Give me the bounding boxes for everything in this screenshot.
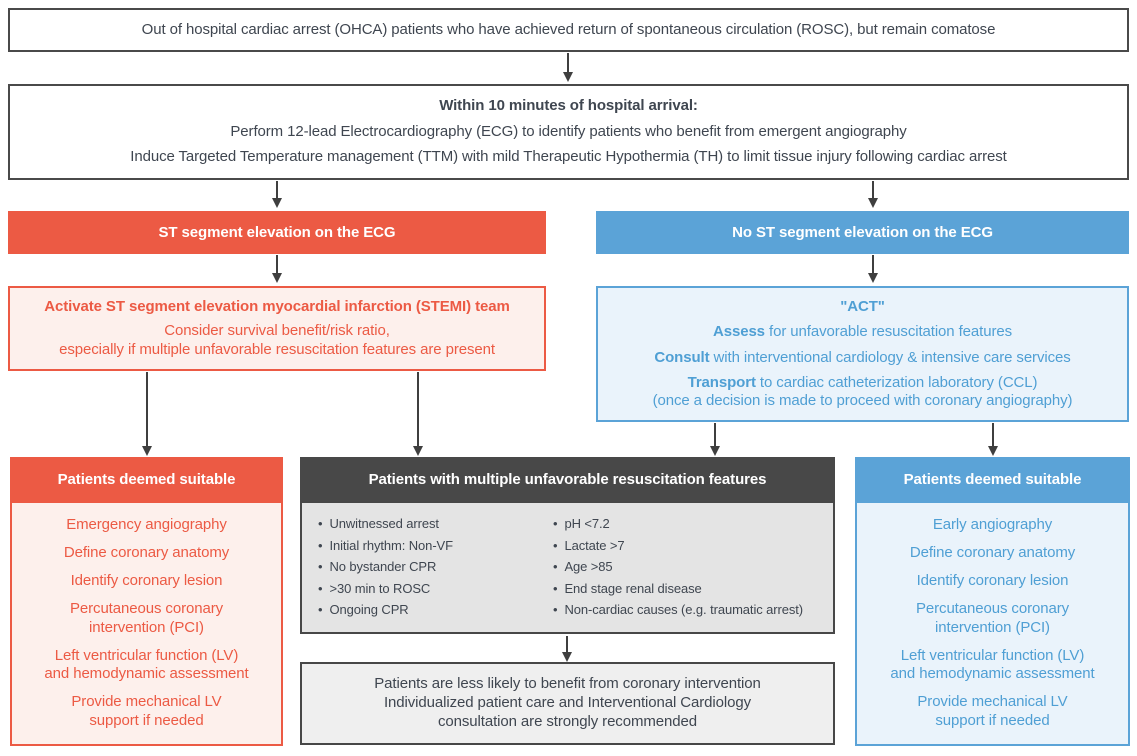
arrow-down-icon bbox=[988, 423, 998, 456]
arrival-title: Within 10 minutes of hospital arrival: bbox=[439, 96, 698, 114]
arrow-down-icon bbox=[272, 181, 282, 208]
unfavorable-col-2: pH <7.2 Lactate >7 Age >85 End stage ren… bbox=[553, 511, 825, 624]
list-item: Left ventricular function (LV) and hemod… bbox=[890, 646, 1095, 683]
act-transport-line: Transport to cardiac catheterization lab… bbox=[653, 374, 1073, 392]
unfavorable-header: Patients with multiple unfavorable resus… bbox=[300, 457, 835, 501]
list-item: Lactate >7 bbox=[553, 538, 825, 554]
list-item: Define coronary anatomy bbox=[909, 544, 1076, 562]
arrival-line-ttm: Induce Targeted Temperature management (… bbox=[130, 148, 1007, 166]
arrow-down-icon bbox=[868, 255, 878, 283]
arrow-down-icon bbox=[710, 423, 720, 456]
list-item: Ongoing CPR bbox=[318, 602, 553, 618]
stemi-activate-line: Activate ST segment elevation myocardial… bbox=[44, 297, 510, 315]
act-assess-line: Assess for unfavorable resuscitation fea… bbox=[713, 323, 1012, 342]
list-item: Provide mechanical LV support if needed bbox=[71, 693, 222, 730]
recommendation-box: Patients are less likely to benefit from… bbox=[300, 662, 835, 745]
act-assess-bold: Assess bbox=[712, 323, 765, 341]
list-item: Emergency angiography bbox=[66, 516, 227, 534]
list-item: End stage renal disease bbox=[553, 581, 825, 597]
suitable-left-list: Emergency angiography Define coronary an… bbox=[10, 501, 283, 746]
list-item: Initial rhythm: Non-VF bbox=[318, 538, 553, 554]
list-item: Define coronary anatomy bbox=[63, 544, 230, 562]
stemi-team-box: Activate ST segment elevation myocardial… bbox=[8, 286, 546, 371]
list-item: Provide mechanical LV support if needed bbox=[917, 693, 1068, 730]
act-consult-bold: Consult bbox=[654, 348, 710, 366]
unfavorable-features-list: Unwitnessed arrest Initial rhythm: Non-V… bbox=[300, 501, 835, 634]
list-item: Early angiography bbox=[932, 516, 1053, 534]
stemi-detail-line: Consider survival benefit/risk ratio, es… bbox=[59, 321, 495, 358]
hospital-arrival-box: Within 10 minutes of hospital arrival: P… bbox=[8, 84, 1129, 180]
arrow-down-icon bbox=[562, 636, 572, 662]
act-transport-note: (once a decision is made to proceed with… bbox=[652, 391, 1073, 409]
arrow-down-icon bbox=[563, 53, 573, 82]
arrow-down-icon bbox=[272, 255, 282, 283]
act-title: "ACT" bbox=[840, 298, 885, 316]
suitable-right-list: Early angiography Define coronary anatom… bbox=[855, 501, 1130, 746]
act-assess-rest: for unfavorable resuscitation features bbox=[764, 323, 1013, 341]
act-transport-rest: to cardiac catheterization laboratory (C… bbox=[755, 373, 1038, 391]
ohca-patients-box: Out of hospital cardiac arrest (OHCA) pa… bbox=[8, 8, 1129, 52]
unfavorable-col-1: Unwitnessed arrest Initial rhythm: Non-V… bbox=[318, 511, 553, 624]
suitable-right-header: Patients deemed suitable bbox=[855, 457, 1130, 501]
arrow-down-icon bbox=[142, 372, 152, 456]
act-consult-line: Consult with interventional cardiology &… bbox=[654, 349, 1070, 368]
act-transport-bold: Transport bbox=[687, 373, 756, 391]
list-item: Identify coronary lesion bbox=[916, 572, 1069, 590]
suitable-left-header: Patients deemed suitable bbox=[10, 457, 283, 501]
list-item: Non-cardiac causes (e.g. traumatic arres… bbox=[553, 602, 825, 618]
list-item: Percutaneous coronary intervention (PCI) bbox=[916, 599, 1069, 636]
list-item: No bystander CPR bbox=[318, 559, 553, 575]
arrival-line-ecg: Perform 12-lead Electrocardiography (ECG… bbox=[230, 122, 907, 140]
list-item: Left ventricular function (LV) and hemod… bbox=[44, 646, 249, 683]
ohca-patients-text: Out of hospital cardiac arrest (OHCA) pa… bbox=[141, 20, 996, 38]
arrow-down-icon bbox=[868, 181, 878, 208]
list-item: pH <7.2 bbox=[553, 516, 825, 532]
list-item: Identify coronary lesion bbox=[70, 572, 223, 590]
act-box: "ACT" Assess for unfavorable resuscitati… bbox=[596, 286, 1129, 422]
act-consult-rest: with interventional cardiology & intensi… bbox=[709, 348, 1071, 366]
st-elevation-header: ST segment elevation on the ECG bbox=[8, 211, 546, 254]
recommendation-text: Patients are less likely to benefit from… bbox=[374, 675, 761, 730]
list-item: Percutaneous coronary intervention (PCI) bbox=[70, 599, 223, 636]
list-item: Age >85 bbox=[553, 559, 825, 575]
no-st-elevation-header: No ST segment elevation on the ECG bbox=[596, 211, 1129, 254]
list-item: >30 min to ROSC bbox=[318, 581, 553, 597]
act-transport-group: Transport to cardiac catheterization lab… bbox=[653, 374, 1073, 410]
arrow-down-icon bbox=[413, 372, 423, 456]
list-item: Unwitnessed arrest bbox=[318, 516, 553, 532]
